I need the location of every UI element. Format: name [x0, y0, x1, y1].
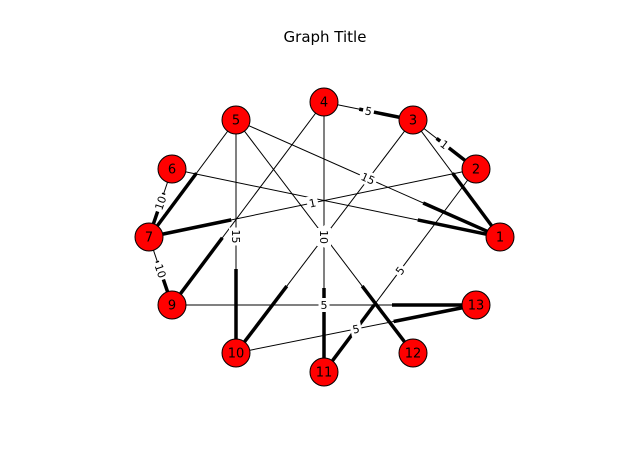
edge-label-bg [435, 135, 454, 154]
edge-label-bg [305, 195, 320, 211]
edge-label-3-2: 1 [435, 135, 454, 154]
edge-label-bg [229, 227, 243, 246]
edge-label-bg [361, 103, 376, 119]
edge-label-bg [318, 298, 330, 312]
edge-labels-layer: 511015110101015555 [150, 103, 454, 337]
node-circle [461, 154, 491, 184]
edge-label-4-11: 10 [317, 228, 331, 246]
node-circle [221, 338, 251, 368]
edge-head-5-7 [155, 172, 198, 227]
node-7[interactable]: 7 [134, 222, 164, 252]
node-circle [134, 222, 164, 252]
edge-head-3-1 [451, 172, 494, 227]
edge-weight-text: 10 [152, 262, 169, 279]
edge-weight-text: 10 [153, 194, 170, 211]
node-label: 6 [168, 163, 176, 178]
node-11[interactable]: 11 [309, 357, 339, 387]
edge-weight-text: 15 [359, 170, 377, 188]
node-6[interactable]: 6 [157, 154, 187, 184]
node-9[interactable]: 9 [157, 290, 187, 320]
edge-head-3-10 [243, 285, 289, 343]
node-label: 10 [228, 347, 245, 362]
node-5[interactable]: 5 [221, 105, 251, 135]
edge-label-4-3: 5 [361, 103, 376, 119]
node-label: 5 [232, 114, 240, 129]
edge-label-5-1: 15 [356, 168, 380, 189]
edge-head-4-9 [178, 236, 224, 295]
edge-head-6-1 [417, 218, 487, 236]
edge-weight-text: 1 [308, 196, 318, 210]
node-circle [398, 338, 428, 368]
edge-label-5-10: 15 [229, 227, 243, 246]
edge-head-10-13 [393, 306, 463, 324]
node-circle [398, 105, 428, 135]
edge-weight-text: 15 [229, 230, 242, 244]
edge-label-bg [356, 168, 380, 189]
node-1[interactable]: 1 [485, 222, 515, 252]
edge-weight-text: 10 [317, 230, 330, 244]
node-circle [309, 357, 339, 387]
edge-label-2-7: 1 [305, 195, 320, 211]
node-label: 13 [468, 299, 485, 314]
node-label: 2 [472, 163, 480, 178]
edge-label-7-9: 10 [150, 260, 171, 282]
node-circle [485, 222, 515, 252]
node-label: 7 [145, 231, 153, 246]
node-circle [157, 290, 187, 320]
edge-head-2-7 [162, 218, 232, 236]
edge-weight-text: 5 [321, 299, 328, 312]
edge-head-5-1 [422, 201, 488, 233]
edge-label-9-13: 5 [318, 298, 330, 312]
node-circle [461, 290, 491, 320]
node-4[interactable]: 4 [309, 87, 339, 117]
node-10[interactable]: 10 [221, 338, 251, 368]
edge-label-6-7: 10 [150, 192, 171, 214]
node-13[interactable]: 13 [461, 290, 491, 320]
node-circle [309, 87, 339, 117]
edge-label-bg [317, 228, 331, 246]
edge-weight-text: 5 [364, 104, 373, 118]
node-label: 3 [409, 114, 417, 129]
node-circle [157, 154, 187, 184]
edge-head-5-12 [360, 285, 406, 343]
node-3[interactable]: 3 [398, 105, 428, 135]
node-label: 11 [316, 366, 333, 381]
node-label: 12 [405, 347, 422, 362]
edge-label-bg [150, 260, 171, 282]
node-label: 1 [496, 231, 504, 246]
edge-label-10-13: 5 [349, 321, 363, 337]
edge-label-2-11: 5 [391, 261, 409, 280]
edge-label-bg [349, 321, 363, 337]
edge-label-bg [391, 261, 409, 280]
node-2[interactable]: 2 [461, 154, 491, 184]
edge-label-bg [150, 192, 171, 214]
node-label: 9 [168, 299, 176, 314]
node-label: 4 [320, 96, 328, 111]
graph-title: Graph Title [284, 28, 367, 46]
node-circle [221, 105, 251, 135]
node-12[interactable]: 12 [398, 338, 428, 368]
edge-weight-text: 5 [351, 322, 360, 336]
